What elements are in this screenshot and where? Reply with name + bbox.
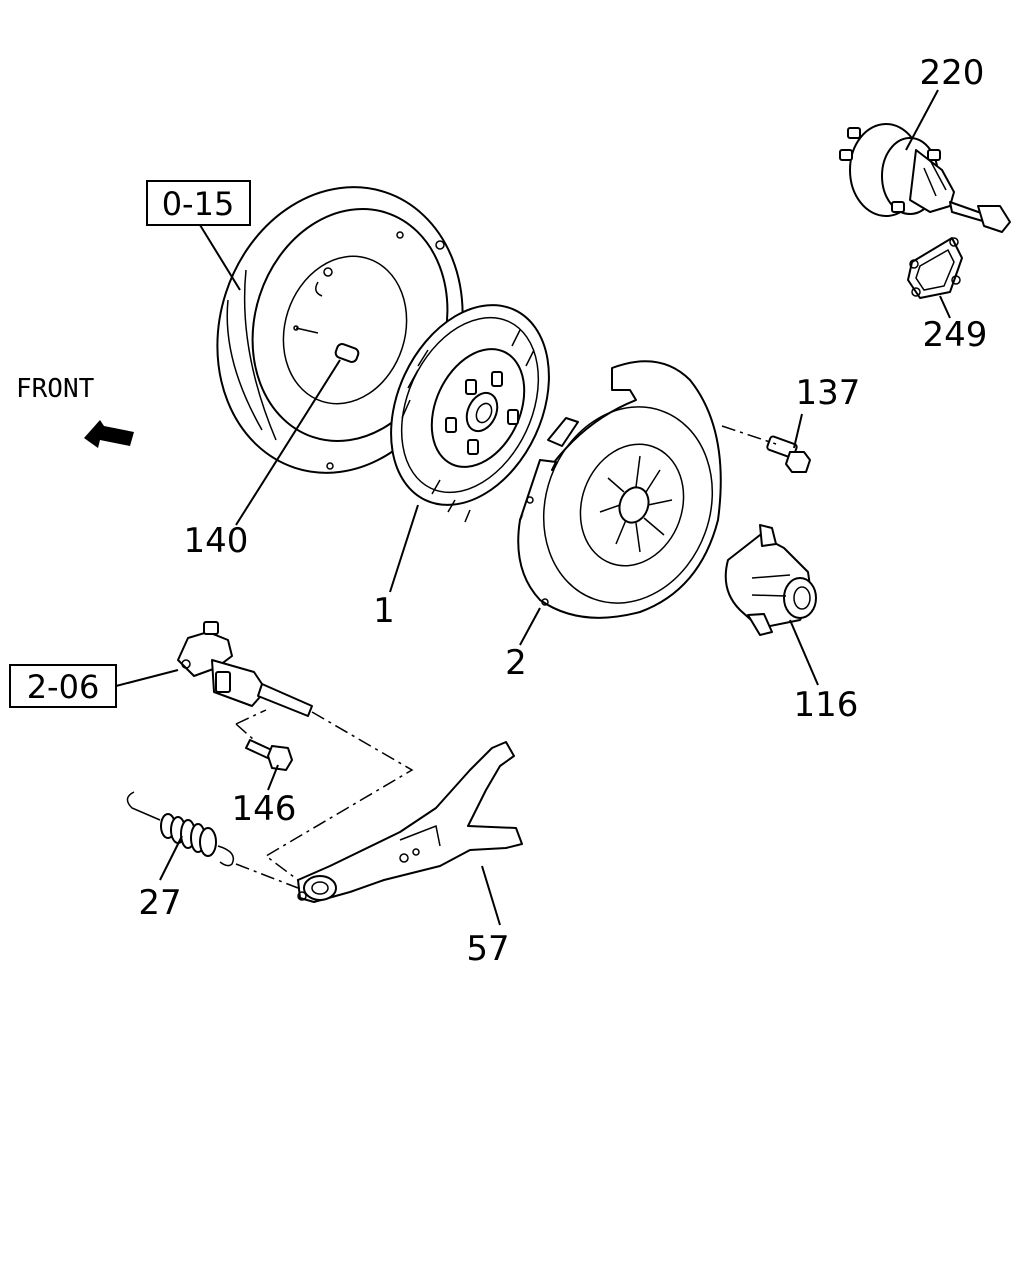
pilot-pin: [293, 325, 360, 363]
release-bearing: [724, 524, 817, 636]
callout-249: 249: [923, 315, 988, 355]
slave-cylinder: [177, 621, 313, 717]
ref-label-cylinder: 2-06: [27, 668, 100, 706]
callout-137: 137: [796, 373, 861, 413]
gasket: [907, 237, 963, 299]
return-spring: [126, 791, 235, 867]
callout-146: 146: [232, 789, 297, 829]
clutch-disc: [390, 304, 550, 523]
alignment-lines: [235, 425, 777, 889]
callout-116: 116: [794, 685, 859, 725]
callout-2: 2: [505, 643, 527, 683]
callout-140: 140: [184, 521, 249, 561]
bolt-137: [766, 435, 811, 473]
front-arrow-icon: [84, 420, 134, 448]
leader-lines: [115, 89, 951, 926]
callout-1: 1: [373, 591, 395, 631]
ref-box-cylinder[interactable]: 2-06: [9, 664, 117, 708]
clutch-booster: [839, 123, 1011, 233]
bolt-146: [245, 739, 293, 771]
ref-label-flywheel: 0-15: [162, 185, 235, 223]
callout-27: 27: [138, 883, 181, 923]
front-label: FRONT: [16, 374, 95, 404]
release-fork: [297, 741, 523, 903]
callout-57: 57: [466, 929, 509, 969]
pressure-plate: [517, 360, 722, 619]
ref-box-flywheel[interactable]: 0-15: [146, 180, 251, 226]
callout-220: 220: [920, 53, 985, 93]
